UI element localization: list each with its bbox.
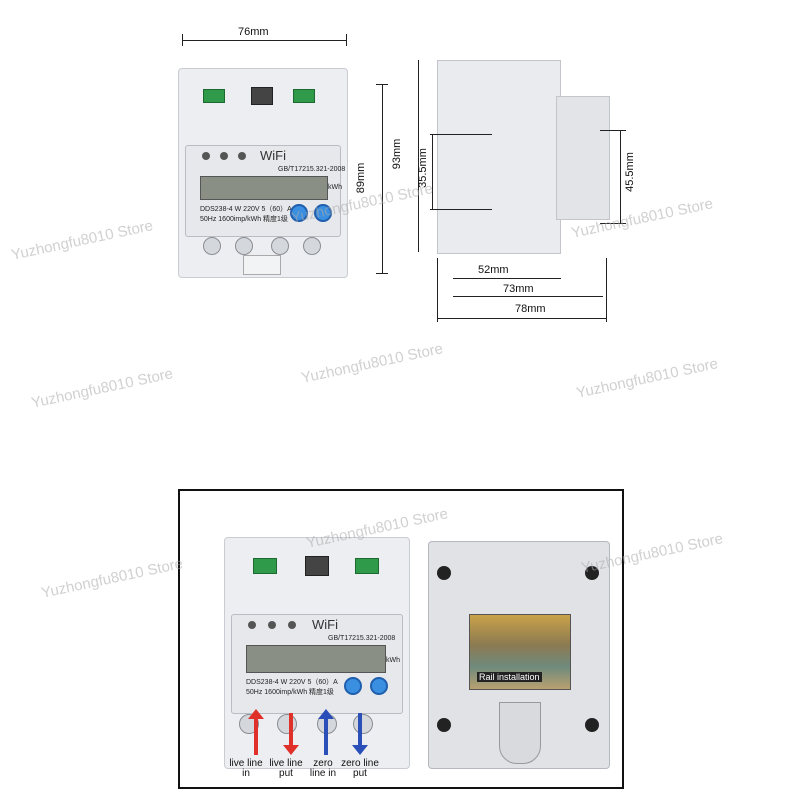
terminal-right bbox=[293, 89, 315, 103]
screw-4 bbox=[303, 237, 321, 255]
back-hole-br bbox=[585, 718, 599, 732]
screen-brand: WiFi bbox=[260, 148, 286, 163]
depth-right-dim-line bbox=[620, 130, 621, 224]
width-dim-tick-right bbox=[346, 34, 347, 46]
height-label: 89mm bbox=[355, 162, 367, 194]
rail-label: Rail installation bbox=[477, 672, 542, 682]
dim-52-label: 52mm bbox=[478, 264, 509, 276]
dim-73-label: 73mm bbox=[503, 283, 534, 295]
bottom-standard-text: GB/T17215.321-2008 bbox=[328, 635, 396, 642]
lcd-screen bbox=[200, 176, 328, 200]
screw-3 bbox=[271, 237, 289, 255]
depth-small-tick-bottom bbox=[430, 209, 492, 210]
freq-text: 50Hz 1600imp/kWh 精度1级 bbox=[200, 216, 288, 223]
depth-right-label: 45.5mm bbox=[624, 152, 636, 192]
width-dim-tick-left bbox=[182, 34, 183, 46]
meter-body-front: WiFi GB/T17215.321-2008 kWh DDS238-4 W 2… bbox=[178, 68, 348, 278]
dim-78-line bbox=[437, 318, 607, 319]
side-height-label: 93mm bbox=[391, 138, 403, 170]
bottom-button-left[interactable] bbox=[344, 677, 362, 695]
height-dim-line bbox=[382, 84, 383, 274]
screw-2 bbox=[235, 237, 253, 255]
dim-left-tick bbox=[437, 258, 438, 322]
bottom-front-panel: WiFi GB/T17215.321-2008 kWh DDS238-4 W 2… bbox=[231, 614, 403, 714]
label-zero-out: zero line put bbox=[341, 758, 379, 779]
bottom-frame: WiFi GB/T17215.321-2008 kWh DDS238-4 W 2… bbox=[178, 489, 624, 789]
arrow-zero-out bbox=[352, 713, 368, 755]
width-label: 76mm bbox=[238, 26, 269, 38]
back-hole-tl bbox=[437, 566, 451, 580]
width-dim-line bbox=[182, 40, 347, 41]
led-pulse-icon bbox=[220, 152, 228, 160]
top-clip bbox=[251, 87, 273, 105]
watermark-1: Yuzhongfu8010 Store bbox=[9, 217, 155, 264]
watermark-4: Yuzhongfu8010 Store bbox=[29, 365, 175, 412]
button-right[interactable] bbox=[314, 204, 332, 222]
arrow-live-out bbox=[283, 713, 299, 755]
dim-73-line bbox=[453, 296, 603, 297]
depth-right-tick-bottom bbox=[600, 223, 626, 224]
bottom-led-pulse-icon bbox=[268, 621, 276, 629]
arrow-live-in bbox=[248, 709, 264, 755]
bottom-lcd-screen bbox=[246, 645, 386, 673]
bottom-freq-text: 50Hz 1600imp/kWh 精度1级 bbox=[246, 689, 334, 696]
bottom-terminal-right bbox=[355, 558, 379, 574]
wiring-arrows bbox=[248, 709, 368, 755]
bottom-led-wifi-icon bbox=[248, 621, 256, 629]
rail-clip bbox=[499, 702, 541, 764]
depth-small-tick-top bbox=[430, 134, 492, 135]
side-body bbox=[437, 60, 561, 254]
label-zero-in: zero line in bbox=[309, 758, 337, 779]
front-panel: WiFi GB/T17215.321-2008 kWh DDS238-4 W 2… bbox=[185, 145, 345, 237]
depth-small-dim-line bbox=[432, 134, 433, 210]
standard-text: GB/T17215.321-2008 bbox=[278, 166, 346, 173]
dim-52-line bbox=[453, 278, 561, 279]
side-protrusion bbox=[556, 96, 610, 220]
height-dim-tick-top bbox=[376, 84, 388, 85]
watermark-7: Yuzhongfu8010 Store bbox=[39, 555, 185, 602]
bottom-led-warning-icon bbox=[288, 621, 296, 629]
screw-1 bbox=[203, 237, 221, 255]
side-height-dim-line bbox=[418, 60, 419, 252]
model-text: DDS238-4 W 220V 5（60）A bbox=[200, 206, 292, 213]
bottom-top-clip bbox=[305, 556, 329, 576]
unit-text: kWh bbox=[328, 184, 342, 191]
watermark-5: Yuzhongfu8010 Store bbox=[299, 340, 445, 387]
button-left[interactable] bbox=[290, 204, 308, 222]
bottom-terminal-left bbox=[253, 558, 277, 574]
back-hole-bl bbox=[437, 718, 451, 732]
bottom-clip bbox=[243, 255, 281, 275]
bottom-screen-brand: WiFi bbox=[312, 617, 338, 632]
bottom-unit-text: kWh bbox=[386, 657, 400, 664]
watermark-6: Yuzhongfu8010 Store bbox=[574, 355, 720, 402]
arrow-zero-in bbox=[318, 709, 334, 755]
dim-right-tick bbox=[606, 258, 607, 322]
bottom-model-text: DDS238-4 W 220V 5（60）A bbox=[246, 679, 338, 686]
dim-78-label: 78mm bbox=[515, 303, 546, 315]
label-live-in: live line in bbox=[229, 758, 263, 779]
led-wifi-icon bbox=[202, 152, 210, 160]
depth-right-tick-top bbox=[600, 130, 626, 131]
label-live-out: live line put bbox=[269, 758, 303, 779]
bottom-button-right[interactable] bbox=[370, 677, 388, 695]
meter-back: Rail installation bbox=[428, 541, 610, 769]
back-hole-tr bbox=[585, 566, 599, 580]
terminal-left bbox=[203, 89, 225, 103]
led-warning-icon bbox=[238, 152, 246, 160]
height-dim-tick-bottom bbox=[376, 273, 388, 274]
